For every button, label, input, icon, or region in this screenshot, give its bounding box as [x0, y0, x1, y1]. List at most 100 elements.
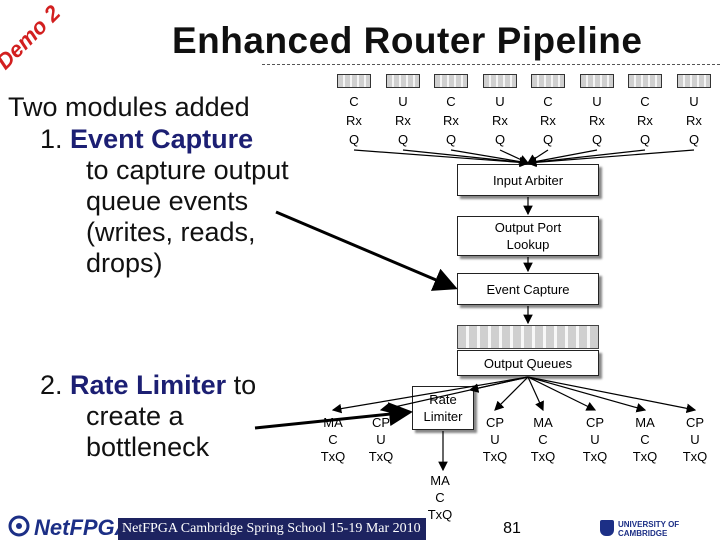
rx-queue-label-line: Rx [395, 113, 411, 128]
rx-queue-label-line: C [640, 94, 650, 109]
tx-queue-label-line: C [640, 432, 650, 447]
tx-queue-label-line: CP [585, 415, 605, 430]
tx-queue-label-line: TxQ [368, 449, 394, 464]
item2-line2: create a [86, 401, 184, 431]
tx-queue-label: CP U TxQ [474, 414, 516, 465]
rx-queue-label-line: Rx [637, 113, 653, 128]
rx-queue-label-line: U [689, 94, 699, 109]
tx-queue-label-line: C [538, 432, 548, 447]
rate-limited-txq-l3: TxQ [427, 507, 453, 522]
rx-queue-fifo-icon [386, 74, 420, 88]
rx-queue-fifo-icon [337, 74, 371, 88]
demo-badge: Demo 2 [0, 0, 90, 99]
tx-queue-label-line: TxQ [320, 449, 346, 464]
rx-queue-fifo-icon [628, 74, 662, 88]
rx-queue-label-line: Rx [540, 113, 556, 128]
cambridge-name: UNIVERSITY OF CAMBRIDGE [618, 520, 680, 538]
rx-queue-label-line: Rx [492, 113, 508, 128]
rx-queue-label-line: Q [494, 132, 506, 147]
rate-limiter-label-2: Limiter [423, 409, 463, 424]
rx-queue-label-line: U [495, 94, 505, 109]
tx-queue-label-line: CP [685, 415, 705, 430]
input-arbiter-box: Input Arbiter [457, 164, 599, 196]
output-queues-label: Output Queues [483, 355, 573, 371]
rx-queue-label-line: Q [639, 132, 651, 147]
item2-highlight: Rate Limiter [70, 370, 227, 400]
item2-line3: bottleneck [86, 432, 210, 462]
demo-badge-text: Demo 2 [0, 0, 66, 75]
item2-to: to [233, 370, 257, 400]
item1-number: 1. [40, 124, 63, 154]
tx-queue-label-line: MA [533, 415, 553, 430]
rx-queue-label-line: Q [591, 132, 603, 147]
rx-queue-label-line: Q [397, 132, 409, 147]
tx-queue-label-line: MA [635, 415, 655, 430]
tx-queue-label-line: CP [485, 415, 505, 430]
tx-queue-label-line: TxQ [582, 449, 608, 464]
slide-number: 81 [498, 518, 526, 540]
tx-queue-2: CP U TxQ [474, 388, 516, 470]
footer-event-text: NetFPGA Cambridge Spring School 15-19 Ma… [122, 521, 421, 536]
item2-number: 2. [40, 370, 63, 400]
rx-queue-label-line: Rx [589, 113, 605, 128]
intro-line: Two modules added [8, 92, 250, 122]
rx-queue-label-line: C [446, 94, 456, 109]
netfpga-logo-icon [8, 515, 30, 537]
item1-highlight: Event Capture [70, 124, 254, 154]
tx-queue-label-line: TxQ [482, 449, 508, 464]
tx-queue-label-line: U [376, 432, 386, 447]
tx-queue-3: MA C TxQ [522, 388, 564, 470]
output-port-lookup-label-1: Output Port [494, 220, 562, 235]
rx-queue-label-line: Q [348, 132, 360, 147]
rx-queue-label-line: Rx [686, 113, 702, 128]
output-queue-fifos [457, 325, 599, 349]
rx-queue-fifo-icon [531, 74, 565, 88]
tx-queue-label-line: CP [371, 415, 391, 430]
rate-limiter-box: Rate Limiter [412, 386, 474, 430]
tx-queue-label-line: TxQ [632, 449, 658, 464]
event-capture-pointer [275, 210, 458, 291]
tx-queue-6: CP U TxQ [674, 388, 716, 470]
cambridge-crest-icon [600, 520, 614, 536]
rate-limited-txq-l2: C [435, 490, 445, 505]
tx-queue-5: MA C TxQ [624, 388, 666, 470]
slide-title: Enhanced Router Pipeline [172, 20, 643, 61]
output-port-lookup-box: Output Port Lookup [457, 216, 599, 256]
tx-queue-label-line: U [690, 432, 700, 447]
event-capture-label: Event Capture [486, 281, 570, 297]
netfpga-logo: NetFPGA [8, 513, 131, 540]
rx-queue-fifo-icon [677, 74, 711, 88]
tx-queue-label: MA C TxQ [522, 414, 564, 465]
item1-line2: to capture output [86, 155, 289, 185]
rx-queue-fifo-icon [483, 74, 517, 88]
rate-limiter-label-1: Rate [429, 392, 457, 407]
tx-queue-4: CP U TxQ [574, 388, 616, 470]
tx-queue-label-line: U [490, 432, 500, 447]
input-arbiter-label: Input Arbiter [492, 172, 564, 188]
item1-block: 1. Event Capture to capture output queue… [40, 124, 289, 279]
item1-line4: (writes, reads, [86, 217, 256, 247]
tx-queue-1: CP U TxQ [360, 388, 402, 470]
footer-event-bar: NetFPGA Cambridge Spring School 15-19 Ma… [118, 518, 426, 540]
item1-line5: drops) [86, 248, 163, 278]
tx-queue-label: CP U TxQ [360, 414, 402, 465]
tx-queue-label-line: TxQ [682, 449, 708, 464]
tx-queue-label-line: C [328, 432, 338, 447]
tx-queue-label-line: U [590, 432, 600, 447]
tx-queue-label: CP U TxQ [574, 414, 616, 465]
output-port-lookup-label-2: Lookup [506, 237, 550, 252]
tx-queue-label-line: TxQ [530, 449, 556, 464]
item1-line3: queue events [86, 186, 249, 216]
